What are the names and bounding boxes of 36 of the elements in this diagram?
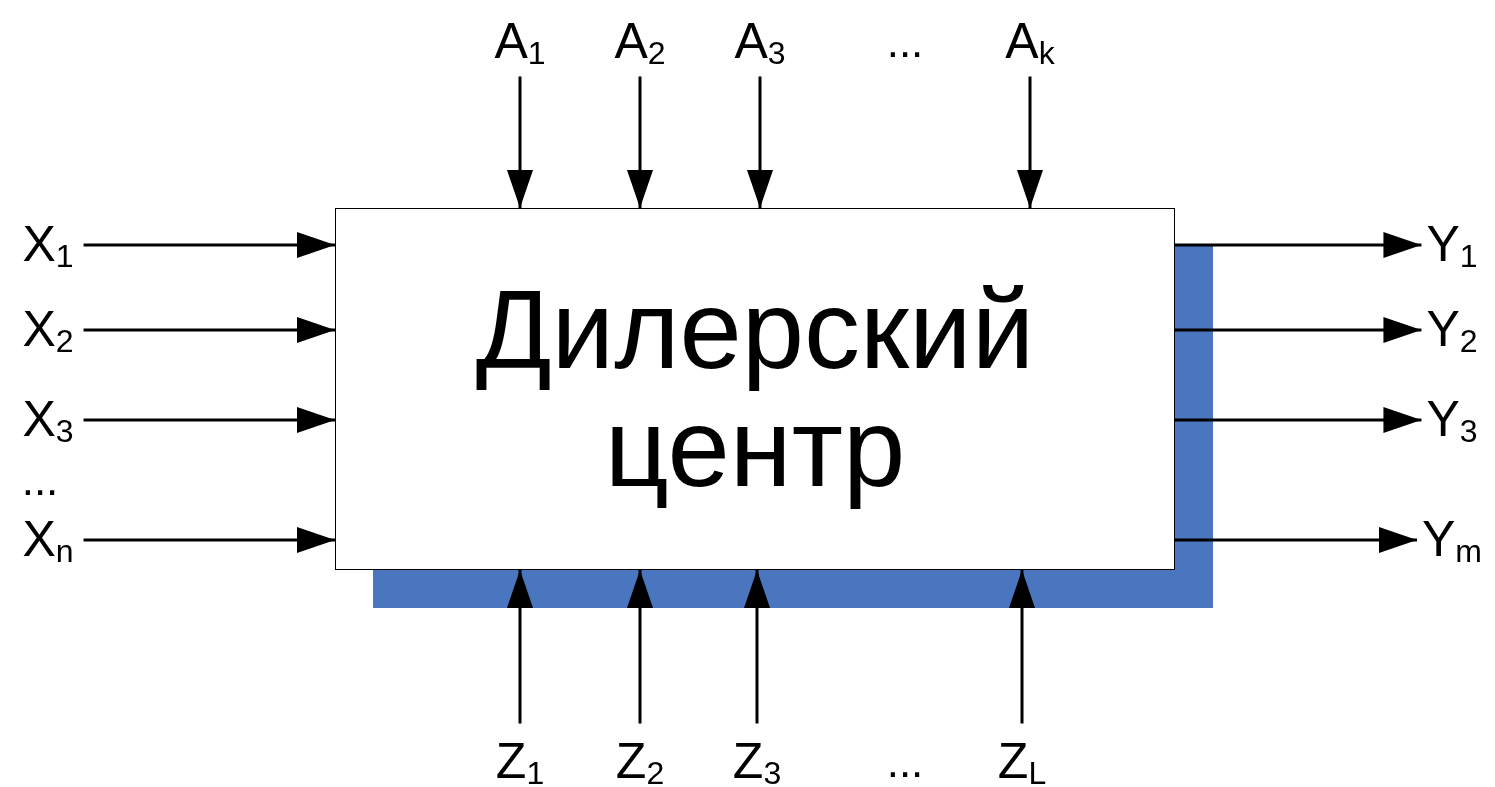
signal-label: Z$_{1}$ — [495, 735, 545, 787]
signal-label: A$_{1}$ — [494, 15, 546, 69]
arrow — [627, 570, 653, 724]
arrow — [1017, 76, 1043, 208]
signal-label: X$_{3}$ — [22, 393, 74, 447]
signal-label: Y$_{m}$ — [1422, 513, 1482, 567]
signal-label: Z$_{3}$ — [732, 735, 782, 787]
signal-label: A$_{2}$ — [614, 15, 666, 69]
arrow — [83, 317, 335, 343]
signal-label: X$_{1}$ — [22, 218, 74, 272]
arrow — [83, 232, 335, 258]
signal-label: Y$_{2}$ — [1426, 303, 1478, 357]
signal-label: Z$_{2}$ — [615, 735, 665, 787]
box-title: Дилерский центр — [475, 271, 1035, 507]
arrow — [747, 76, 773, 208]
arrow — [83, 527, 335, 553]
ellipsis: ... — [886, 740, 924, 784]
ellipsis: ... — [886, 20, 924, 64]
arrow — [627, 76, 653, 208]
signal-label: A$_{k}$ — [1005, 15, 1055, 69]
arrow — [744, 570, 770, 724]
signal-label: A$_{3}$ — [734, 15, 786, 69]
arrow — [507, 570, 533, 724]
signal-label: Z$_{L}$ — [997, 735, 1047, 787]
signal-label: Y$_{1}$ — [1426, 218, 1478, 272]
arrow — [1175, 232, 1422, 258]
signal-label: X$_{2}$ — [22, 303, 74, 357]
arrow — [1009, 570, 1035, 724]
signal-label: Y$_{3}$ — [1426, 393, 1478, 447]
ellipsis: ... — [21, 458, 59, 502]
arrow — [1175, 317, 1422, 343]
arrow — [83, 407, 335, 433]
signal-label: X$_{n}$ — [22, 513, 74, 567]
arrow — [1175, 527, 1417, 553]
arrow — [507, 76, 533, 208]
arrow — [1175, 407, 1422, 433]
